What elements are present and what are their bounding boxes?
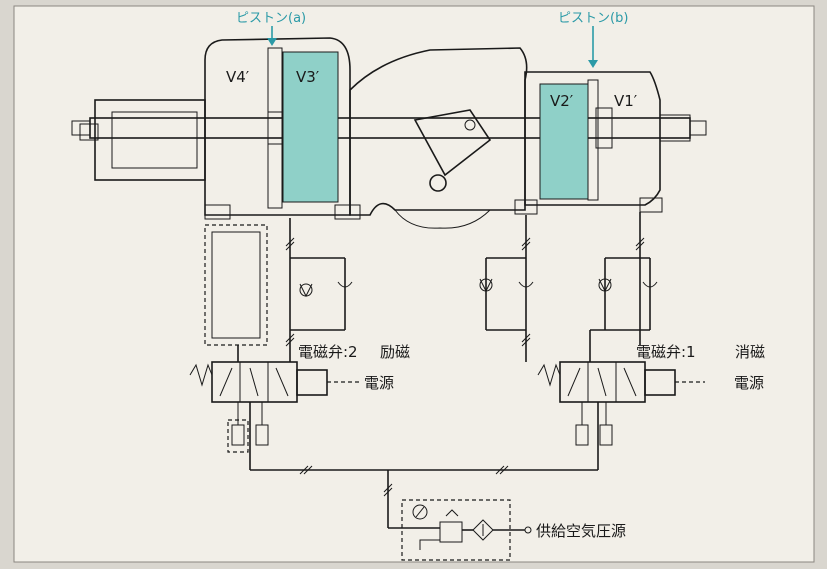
power-1-label: 電源: [734, 374, 764, 392]
air-supply-label: 供給空気圧源: [536, 522, 626, 540]
chamber-v2-label: V2′: [550, 92, 574, 110]
piston-a-indicator: [267, 26, 277, 46]
solenoid-valve-2: [189, 361, 360, 403]
chamber-v3: [282, 51, 339, 203]
air-supply-unit: [388, 499, 532, 561]
piston-a-label: ピストン(a): [236, 11, 306, 26]
solenoid-1-label: 電磁弁:1: [636, 343, 696, 361]
chamber-v1-label: V1′: [614, 92, 638, 110]
deexcite-label: 消磁: [735, 343, 765, 361]
solenoid-valve-1: [537, 361, 705, 403]
pipe-break-marks: [285, 237, 645, 497]
excite-label: 励磁: [380, 343, 410, 361]
piston-b-indicator: [588, 26, 598, 68]
chamber-v3-label: V3′: [296, 68, 320, 86]
exhaust-silencers: [227, 402, 613, 453]
check-valves: [299, 278, 658, 298]
diagram-panel: [13, 5, 815, 563]
power-2-label: 電源: [364, 374, 394, 392]
chamber-v2: [539, 83, 589, 200]
piston-b-label: ピストン(b): [558, 11, 628, 26]
solenoid-2-label: 電磁弁:2: [298, 343, 358, 361]
chambers: [267, 47, 599, 209]
chamber-v4-label: V4′: [226, 68, 250, 86]
